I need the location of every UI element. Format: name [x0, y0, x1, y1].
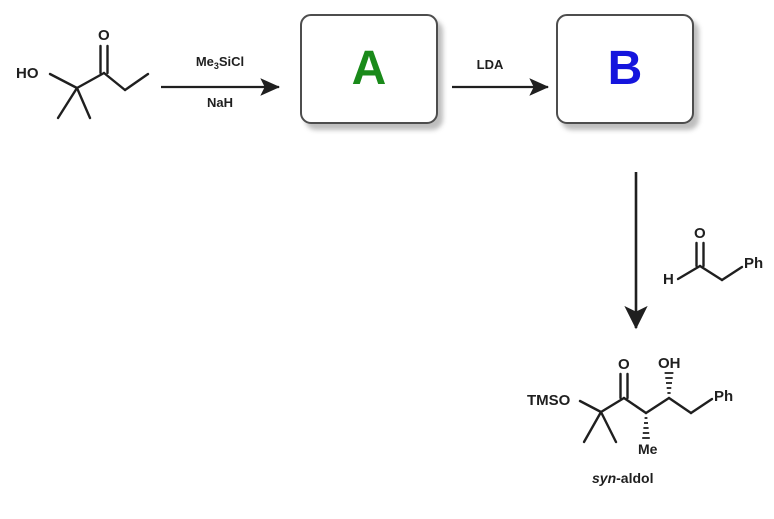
reagent-me3sicl-subscript: 3 [213, 61, 219, 71]
starting-material-hydroxyl-label: HO [16, 65, 39, 82]
reagent-me3sicl-label: Me3SiCl [180, 54, 260, 71]
starting-material-bonds [48, 44, 150, 120]
unknown-compound-b-letter: B [607, 42, 643, 95]
reagent-nah-label: NaH [206, 95, 233, 110]
product-ketone-oxygen-label: O [618, 356, 630, 373]
unknown-compound-a-box[interactable]: A [300, 14, 438, 124]
product-silyl-ether-label: TMSO [527, 392, 571, 409]
aldehyde-hydrogen-label: H [663, 271, 674, 288]
hashed-wedge-methyl [642, 417, 650, 439]
product-caption-rest: -aldol [616, 470, 654, 486]
reagent-lda-label: LDA [476, 57, 504, 72]
product-phenyl-label: Ph [714, 388, 734, 405]
aldehyde-phenyl-label: Ph [744, 255, 764, 272]
reagent-me3sicl-prefix: Me [195, 54, 214, 69]
hashed-wedge-hydroxyl [664, 372, 674, 394]
unknown-compound-a-letter: A [351, 42, 387, 95]
product-methyl-label: Me [638, 441, 658, 457]
aldehyde-carbonyl-oxygen-label: O [694, 225, 706, 242]
product-caption-italic: syn [592, 470, 617, 486]
reagent-me3sicl-suffix: SiCl [218, 54, 245, 69]
starting-material-carbonyl-oxygen-label: O [98, 27, 110, 44]
product-hydroxyl-label: OH [658, 355, 681, 372]
product-caption: syn-aldol [592, 471, 653, 485]
unknown-compound-b-box[interactable]: B [556, 14, 694, 124]
phenylacetaldehyde-bonds [676, 241, 744, 282]
product-bonds [578, 372, 714, 444]
